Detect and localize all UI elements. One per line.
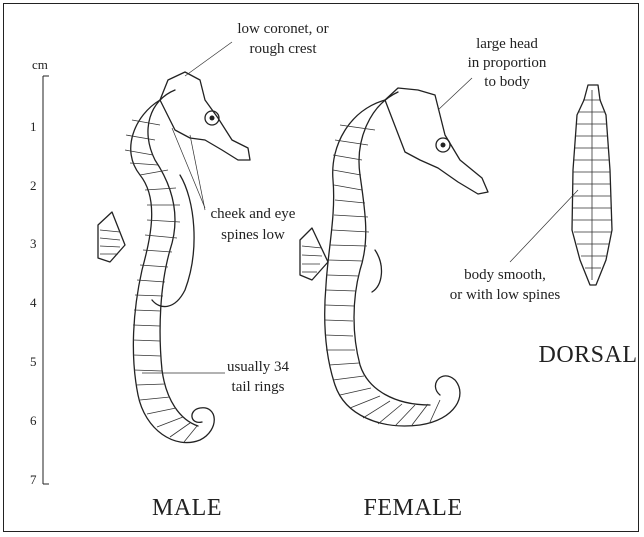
annotation-cheek: cheek and eye spines low bbox=[211, 206, 296, 243]
cheek-line-2: spines low bbox=[221, 227, 285, 243]
scale-tick-7: 7 bbox=[30, 472, 37, 487]
dorsal-label: DORSAL bbox=[538, 342, 637, 368]
head-line-2: in proportion bbox=[468, 55, 547, 71]
tail-line-2: tail rings bbox=[232, 379, 285, 395]
annotation-pointers bbox=[142, 42, 578, 373]
body-line-2: or with low spines bbox=[450, 287, 561, 303]
coronet-line-2: rough crest bbox=[249, 41, 317, 57]
scale-tick-1: 1 bbox=[30, 119, 37, 134]
scale-tick-3: 3 bbox=[30, 236, 37, 251]
cm-scale: cm 1 2 3 4 5 6 7 bbox=[30, 57, 49, 487]
head-line-3: to body bbox=[484, 74, 530, 90]
tail-line-1: usually 34 bbox=[227, 359, 290, 375]
dorsal-view-illustration bbox=[572, 85, 612, 285]
body-line-1: body smooth, bbox=[464, 267, 546, 283]
cheek-line-1: cheek and eye bbox=[211, 206, 296, 222]
coronet-line-1: low coronet, or bbox=[237, 21, 328, 37]
scale-tick-6: 6 bbox=[30, 413, 37, 428]
annotation-tail: usually 34 tail rings bbox=[227, 359, 290, 395]
scale-tick-5: 5 bbox=[30, 354, 37, 369]
male-label: MALE bbox=[152, 495, 222, 521]
female-seahorse-illustration bbox=[300, 88, 488, 426]
scale-unit-label: cm bbox=[32, 57, 48, 72]
male-seahorse-illustration bbox=[98, 72, 250, 443]
scale-tick-2: 2 bbox=[30, 178, 37, 193]
scale-tick-4: 4 bbox=[30, 295, 37, 310]
annotation-coronet: low coronet, or rough crest bbox=[237, 21, 328, 57]
annotation-head: large head in proportion to body bbox=[468, 36, 547, 90]
annotation-body: body smooth, or with low spines bbox=[450, 267, 561, 303]
head-line-1: large head bbox=[476, 36, 538, 52]
female-label: FEMALE bbox=[364, 495, 463, 521]
